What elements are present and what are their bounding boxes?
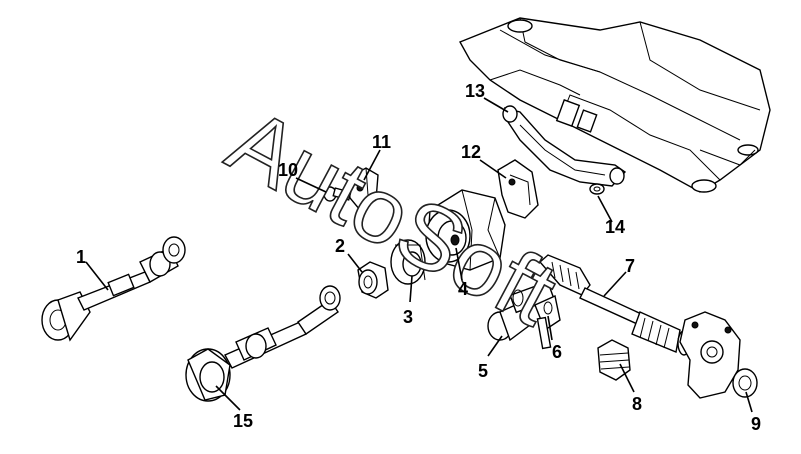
- diff-mount: [390, 239, 426, 285]
- callout-11: 11: [372, 132, 391, 152]
- seal-6: [534, 295, 561, 350]
- callout-13: 13: [465, 81, 485, 101]
- output-flange-5: [487, 280, 555, 342]
- callout-2: 2: [335, 236, 345, 256]
- callout-3: 3: [403, 307, 413, 327]
- callout-9: 9: [751, 414, 761, 434]
- rear-subframe: [459, 17, 771, 193]
- mount-bracket: [497, 159, 539, 219]
- bracket-11: [347, 167, 379, 211]
- callout-15: 15: [233, 411, 253, 431]
- trailing-arm: [502, 105, 627, 187]
- callout-14: 14: [605, 217, 625, 237]
- callout-5: 5: [478, 361, 488, 381]
- bush-14: [589, 183, 605, 195]
- callout-4: 4: [458, 279, 468, 299]
- callouts: 1 2 3 4 5 6 7 8 9 10 11 12 13 14 15: [76, 81, 761, 434]
- bolt-10: [323, 186, 352, 202]
- callout-12: 12: [461, 142, 481, 162]
- propshaft-15: [185, 285, 341, 402]
- wheel-bearing-9: [732, 368, 758, 398]
- callout-1: 1: [76, 247, 86, 267]
- callout-7: 7: [625, 256, 635, 276]
- callout-10: 10: [278, 160, 298, 180]
- callout-8: 8: [632, 394, 642, 414]
- hub-carrier: [679, 311, 741, 399]
- propshaft-1: [41, 236, 186, 342]
- bush-2: [357, 261, 389, 299]
- differential: [425, 189, 506, 271]
- leader-lines: [85, 97, 753, 413]
- bump-stop-8: [597, 339, 631, 381]
- callout-6: 6: [552, 342, 562, 362]
